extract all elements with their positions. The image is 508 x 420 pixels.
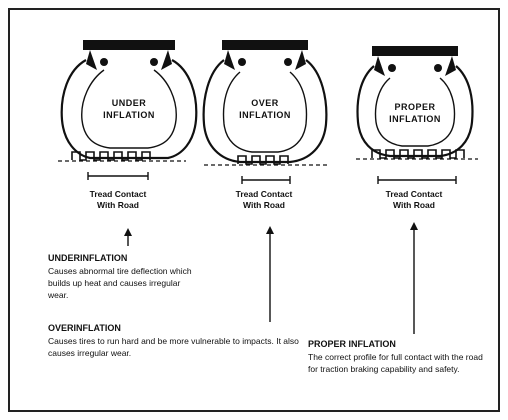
underinflation-heading: UNDERINFLATION bbox=[48, 253, 128, 263]
over-label-line2: INFLATION bbox=[239, 110, 291, 120]
bead-right bbox=[295, 50, 306, 70]
underinflation-text: Causes abnormal tire deflection which bu… bbox=[48, 266, 192, 300]
bead-dot-left bbox=[100, 58, 108, 66]
bead-right bbox=[161, 50, 172, 70]
over-inflation-tire: OVER INFLATION Tread Contact With Road bbox=[202, 40, 330, 322]
underinflation-description: UNDERINFLATION Causes abnormal tire defl… bbox=[48, 252, 198, 301]
over-contact-line1: Tread Contact bbox=[236, 189, 293, 199]
over-contact-line2: With Road bbox=[243, 200, 285, 210]
outer-sidewall bbox=[202, 59, 328, 164]
bead-left bbox=[224, 50, 235, 70]
tread-pattern bbox=[371, 149, 465, 159]
proper-inflation-text: The correct profile for full contact wit… bbox=[308, 352, 483, 374]
bead-dot-left bbox=[238, 58, 246, 66]
rim-bar bbox=[372, 46, 458, 56]
inner-liner bbox=[374, 77, 456, 147]
tread-pattern bbox=[237, 155, 289, 165]
overinflation-description: OVERINFLATION Causes tires to run hard a… bbox=[48, 322, 300, 359]
proper-inflation-heading: PROPER INFLATION bbox=[308, 339, 396, 349]
proper-label-line1: PROPER bbox=[394, 102, 435, 112]
over-label-line1: OVER bbox=[251, 98, 279, 108]
bead-right bbox=[445, 56, 456, 76]
bead-dot-right bbox=[284, 58, 292, 66]
bead-left bbox=[86, 50, 97, 70]
bead-left bbox=[374, 56, 385, 76]
proper-label-line2: INFLATION bbox=[389, 114, 441, 124]
bead-dot-right bbox=[434, 64, 442, 72]
tread-pattern bbox=[71, 151, 151, 161]
proper-inflation-description: PROPER INFLATION The correct profile for… bbox=[308, 338, 490, 375]
under-contact-line2: With Road bbox=[97, 200, 139, 210]
proper-contact-line2: With Road bbox=[393, 200, 435, 210]
inner-liner bbox=[222, 71, 308, 153]
under-inflation-tire: UNDER INFLATION Tread Contact With Road bbox=[58, 40, 198, 246]
outer-sidewall bbox=[356, 65, 474, 158]
overinflation-text: Causes tires to run hard and be more vul… bbox=[48, 336, 299, 358]
proper-pointer-head bbox=[410, 222, 418, 230]
bead-dot-right bbox=[150, 58, 158, 66]
rim-bar bbox=[222, 40, 308, 50]
outer-sidewall bbox=[60, 59, 198, 160]
proper-inflation-tire: PROPER INFLATION Tread Contact With Road bbox=[356, 46, 478, 334]
under-label-line1: UNDER bbox=[112, 98, 147, 108]
inner-liner bbox=[81, 69, 177, 149]
rim-bar bbox=[83, 40, 175, 50]
under-pointer-head bbox=[124, 228, 132, 236]
over-pointer-head bbox=[266, 226, 274, 234]
under-contact-line1: Tread Contact bbox=[90, 189, 147, 199]
diagram-frame bbox=[8, 8, 500, 412]
bead-dot-left bbox=[388, 64, 396, 72]
under-label-line2: INFLATION bbox=[103, 110, 155, 120]
overinflation-heading: OVERINFLATION bbox=[48, 323, 121, 333]
proper-contact-line1: Tread Contact bbox=[386, 189, 443, 199]
